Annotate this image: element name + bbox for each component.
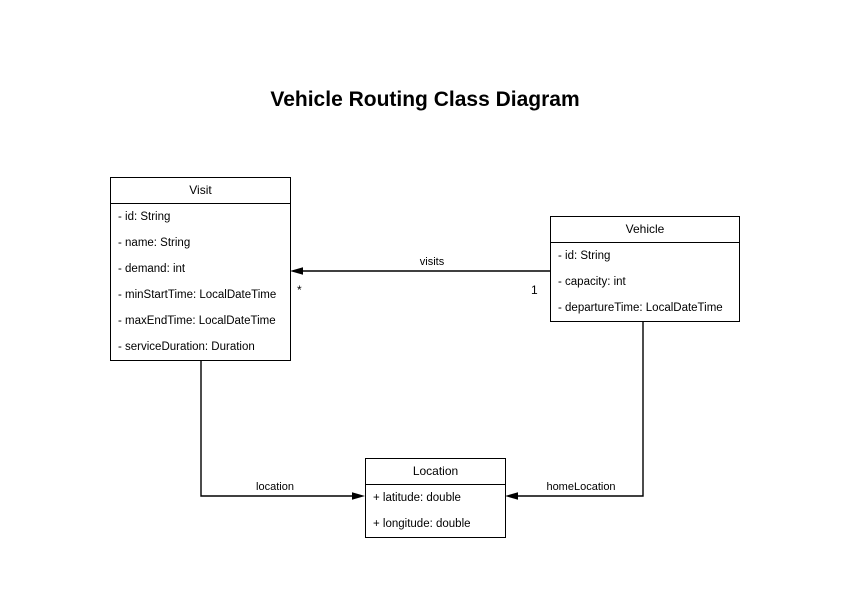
attr-visit-serviceduration: - serviceDuration: Duration xyxy=(118,341,255,353)
attr-visit-maxendtime: - maxEndTime: LocalDateTime xyxy=(118,315,276,327)
multiplicity-visits-target: * xyxy=(297,283,302,297)
class-box-vehicle: Vehicle - id: String - capacity: int - d… xyxy=(550,216,740,322)
class-box-visit: Visit - id: String - name: String - dema… xyxy=(110,177,291,361)
class-box-location: Location + latitude: double + longitude:… xyxy=(365,458,506,538)
attr-visit-minstarttime: - minStartTime: LocalDateTime xyxy=(118,289,277,301)
location-arrowhead xyxy=(352,492,365,500)
homelocation-arrowhead xyxy=(505,492,518,500)
attr-visit-id: - id: String xyxy=(118,211,171,223)
attr-location-latitude: + latitude: double xyxy=(373,492,461,504)
multiplicity-visits-source: 1 xyxy=(531,283,538,297)
class-attrs-location: + latitude: double + longitude: double xyxy=(366,485,505,537)
attr-vehicle-capacity: - capacity: int xyxy=(558,276,626,288)
location-connector-line xyxy=(200,359,360,497)
visits-arrowhead xyxy=(290,267,303,275)
attr-visit-name: - name: String xyxy=(118,237,191,249)
attr-visit-demand: - demand: int xyxy=(118,263,186,275)
diagram-title: Vehicle Routing Class Diagram xyxy=(270,88,580,111)
edge-label-homelocation: homeLocation xyxy=(545,481,617,493)
class-attrs-visit: - id: String - name: String - demand: in… xyxy=(111,204,290,360)
edge-label-visits: visits xyxy=(418,256,446,268)
class-name-visit: Visit xyxy=(111,178,290,204)
class-name-vehicle: Vehicle xyxy=(551,217,739,243)
attr-vehicle-id: - id: String xyxy=(558,250,611,262)
class-attrs-vehicle: - id: String - capacity: int - departure… xyxy=(551,243,739,321)
attr-location-longitude: + longitude: double xyxy=(373,518,471,530)
homelocation-connector-line xyxy=(510,320,644,497)
class-name-location: Location xyxy=(366,459,505,485)
attr-vehicle-departuretime: - departureTime: LocalDateTime xyxy=(558,302,723,314)
edge-label-location: location xyxy=(255,481,295,493)
